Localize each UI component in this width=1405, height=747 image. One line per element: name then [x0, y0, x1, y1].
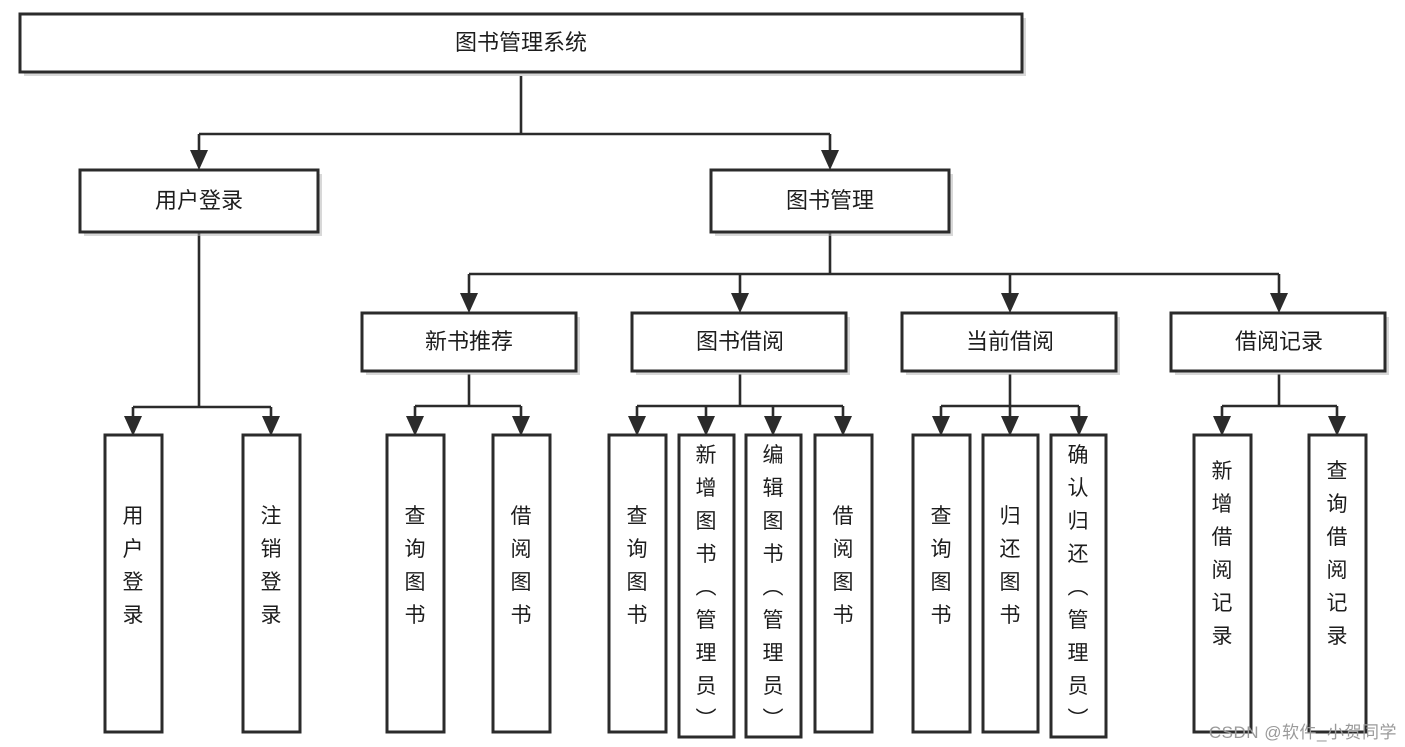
arrow-new-book-rec: [460, 293, 478, 313]
node-leaf-query-book-3[interactable]: 查询图书: [911, 433, 972, 734]
node-borrow-record[interactable]: 借阅记录: [1169, 311, 1389, 375]
leaf-user-logout-box: [241, 433, 302, 734]
node-leaf-query-record[interactable]: 查询借阅记录: [1307, 433, 1368, 734]
arrow-current-borrow: [1001, 293, 1019, 313]
arrow-leaf-add-book: [697, 416, 715, 436]
leaf-add-record-label: 新增借阅记录: [1212, 460, 1233, 648]
arrow-user-login: [190, 150, 208, 170]
leaf-return-book-label: 归还图书: [1000, 505, 1021, 627]
node-leaf-query-book-2[interactable]: 查询图书: [607, 433, 668, 734]
node-leaf-user-logout[interactable]: 注销登录: [241, 433, 302, 734]
book-manage-box: [709, 168, 951, 234]
leaf-user-login-label: 用户登录: [123, 505, 144, 627]
leaf-borrow-book-1-label: 借阅图书: [511, 505, 532, 627]
leaf-return-book-box: [981, 433, 1040, 734]
node-current-borrow[interactable]: 当前借阅: [900, 311, 1120, 375]
node-leaf-confirm-return[interactable]: 确认归还︵管理员︶: [1049, 433, 1108, 739]
leaf-query-record-label: 查询借阅记录: [1327, 460, 1348, 648]
leaf-query-book-2-label: 查询图书: [627, 505, 648, 627]
edge-layer: [124, 76, 1346, 436]
root-label: 图书管理系统: [455, 30, 587, 55]
arrow-borrow-record: [1270, 293, 1288, 313]
book-borrow-label: 图书借阅: [696, 329, 784, 354]
leaf-add-book-label: 新增图书︵管理员︶: [696, 444, 717, 731]
leaf-edit-book-label: 编辑图书︵管理员︶: [763, 444, 784, 731]
node-user-login[interactable]: 用户登录: [78, 168, 322, 236]
arrow-leaf-edit-book: [764, 416, 782, 436]
node-leaf-add-record[interactable]: 新增借阅记录: [1192, 433, 1253, 734]
leaf-confirm-return-label: 确认归还︵管理员︶: [1068, 444, 1089, 731]
arrow-leaf-user-login: [124, 416, 142, 436]
node-leaf-edit-book[interactable]: 编辑图书︵管理员︶: [744, 433, 803, 739]
node-leaf-return-book[interactable]: 归还图书: [981, 433, 1040, 734]
leaf-user-login-box: [103, 433, 164, 734]
node-leaf-borrow-book-2[interactable]: 借阅图书: [813, 433, 874, 734]
node-leaf-borrow-book-1[interactable]: 借阅图书: [491, 433, 552, 734]
arrow-book-manage: [821, 150, 839, 170]
leaf-add-record-box: [1192, 433, 1253, 734]
node-leaf-query-book-1[interactable]: 查询图书: [385, 433, 446, 734]
leaf-query-book-3-label: 查询图书: [931, 505, 952, 627]
new-book-rec-label: 新书推荐: [425, 329, 513, 354]
leaf-query-book-1-box: [385, 433, 446, 734]
borrow-record-box: [1169, 311, 1387, 373]
arrow-leaf-query-book-3: [932, 416, 950, 436]
arrow-leaf-confirm-return: [1070, 416, 1088, 436]
node-book-borrow[interactable]: 图书借阅: [630, 311, 850, 375]
leaf-user-logout-label: 注销登录: [261, 505, 282, 627]
arrow-leaf-borrow-book-2: [834, 416, 852, 436]
book-manage-label: 图书管理: [786, 188, 874, 213]
arrow-leaf-borrow-book-1: [512, 416, 530, 436]
book-borrow-box: [630, 311, 848, 373]
leaf-query-book-1-label: 查询图书: [405, 505, 426, 627]
leaf-borrow-book-2-label: 借阅图书: [833, 505, 854, 627]
arrow-leaf-query-book-1: [406, 416, 424, 436]
leaf-query-record-box: [1307, 433, 1368, 734]
borrow-record-label: 借阅记录: [1235, 329, 1323, 354]
leaf-query-book-2-box: [607, 433, 668, 734]
arrow-leaf-user-logout: [262, 416, 280, 436]
leaf-query-book-3-box: [911, 433, 972, 734]
arrow-leaf-query-book-2: [628, 416, 646, 436]
user-login-label: 用户登录: [155, 188, 243, 213]
new-book-rec-box: [360, 311, 578, 373]
root-box: [18, 12, 1024, 74]
arrow-leaf-query-record: [1328, 416, 1346, 436]
arrow-leaf-add-record: [1213, 416, 1231, 436]
leaf-borrow-book-2-box: [813, 433, 874, 734]
leaf-add-book-box: [677, 433, 736, 739]
leaf-borrow-book-1-box: [491, 433, 552, 734]
node-root[interactable]: 图书管理系统: [18, 12, 1026, 76]
leaf-edit-book-box: [744, 433, 803, 739]
node-leaf-add-book[interactable]: 新增图书︵管理员︶: [677, 433, 736, 739]
node-book-manage[interactable]: 图书管理: [709, 168, 953, 236]
node-leaf-user-login[interactable]: 用户登录: [103, 433, 164, 734]
arrow-book-borrow: [731, 293, 749, 313]
user-login-box: [78, 168, 320, 234]
current-borrow-box: [900, 311, 1118, 373]
arrow-leaf-return-book: [1001, 416, 1019, 436]
leaf-confirm-return-box: [1049, 433, 1108, 739]
current-borrow-label: 当前借阅: [966, 329, 1054, 354]
node-new-book-rec[interactable]: 新书推荐: [360, 311, 580, 375]
